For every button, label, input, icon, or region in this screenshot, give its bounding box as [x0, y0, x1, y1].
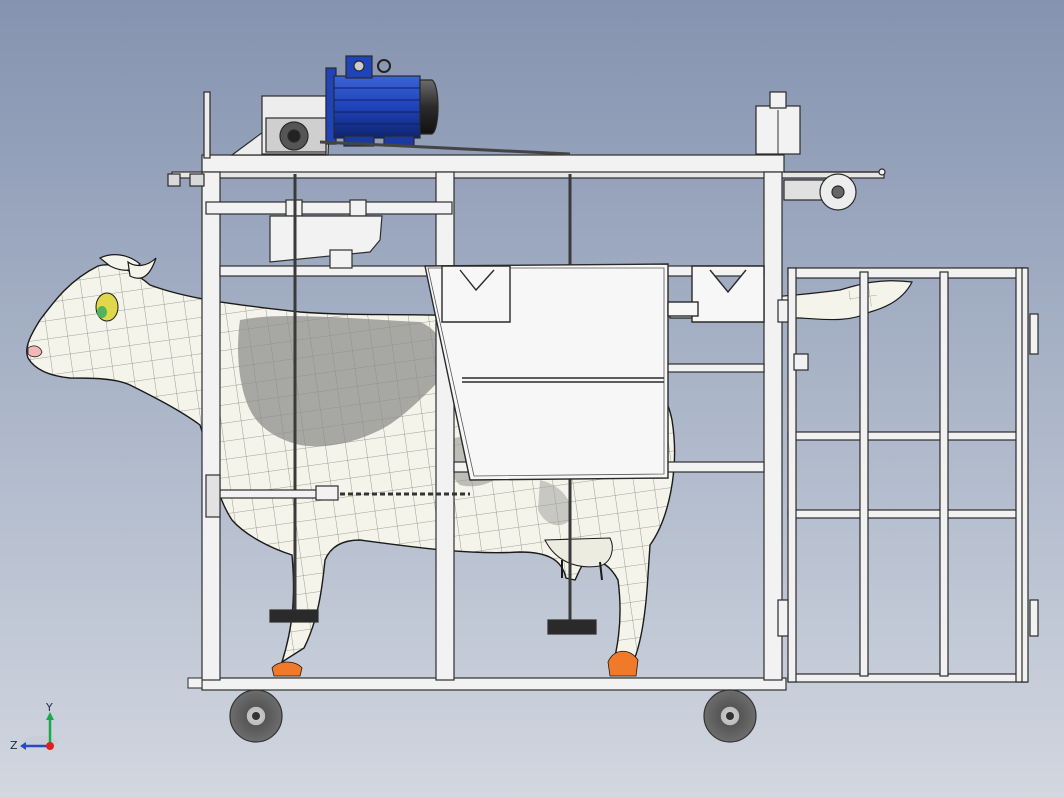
drive-belt [319, 140, 571, 156]
foot-pad [547, 619, 597, 635]
gate-latch[interactable] [1029, 599, 1039, 637]
cow-patch [238, 316, 444, 447]
frame-post [201, 171, 221, 681]
side-panel [424, 263, 765, 481]
x-axis-dot [46, 742, 54, 750]
motor-fan-cap [419, 79, 439, 135]
cow-hoof [271, 661, 303, 677]
bottom-rail [201, 677, 787, 691]
drive-unit [167, 55, 886, 211]
frame-post [763, 171, 783, 681]
rear-gate [777, 267, 1039, 683]
cow-nose [27, 345, 43, 358]
electric-motor [333, 75, 421, 139]
upper-crossbar [205, 201, 453, 215]
orientation-triad[interactable]: Y Z [10, 701, 58, 752]
foot-pad [269, 609, 319, 623]
z-axis-label: Z [10, 739, 18, 752]
lifting-eye [377, 59, 391, 73]
cow-udder [544, 537, 613, 568]
wheels [187, 677, 757, 743]
gate-hinge[interactable] [777, 599, 789, 637]
top-rail [201, 154, 785, 174]
gate-hinge[interactable] [777, 299, 789, 323]
belly-bar [219, 489, 321, 499]
v-bracket [441, 265, 511, 323]
cow-hoof [607, 650, 639, 677]
frame-post [435, 171, 455, 681]
y-axis-label: Y [45, 701, 53, 714]
cow-patch [538, 480, 571, 526]
gate-latch[interactable] [1029, 313, 1039, 355]
head-clamp-housing [269, 215, 383, 263]
